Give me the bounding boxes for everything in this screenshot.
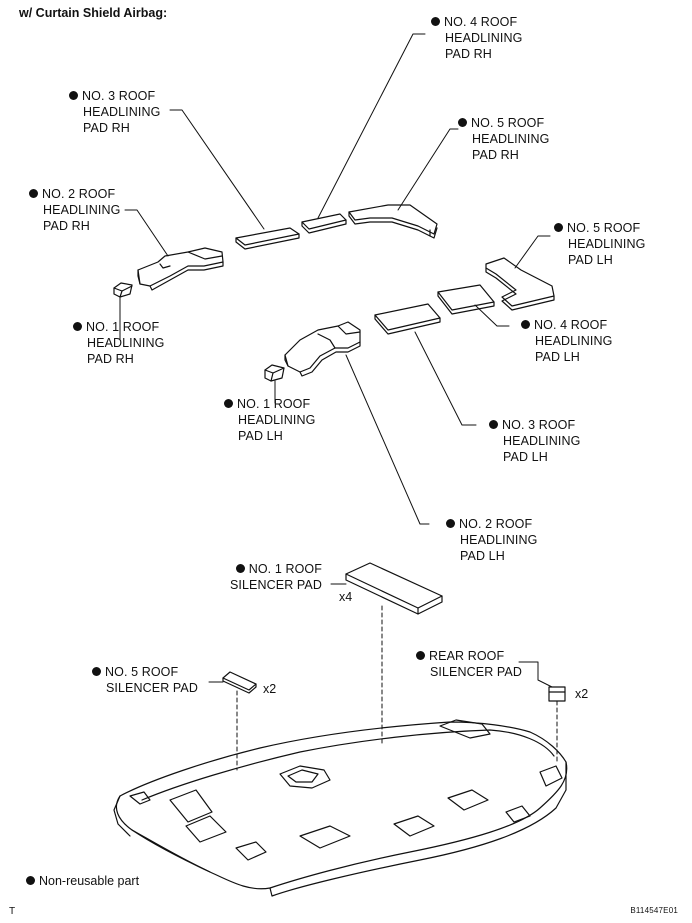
- no1-rh-pad-shape: [113, 282, 133, 298]
- no4-lh-pad-shape: [437, 284, 495, 315]
- non-reusable-icon: [29, 189, 38, 198]
- no3-rh-pad-shape: [235, 227, 300, 250]
- label-no1-lh: NO. 1 ROOF HEADLINING PAD LH: [224, 396, 315, 444]
- headliner-assembly: [113, 719, 568, 897]
- label-no1-silencer: NO. 1 ROOF SILENCER PAD: [230, 562, 322, 592]
- non-reusable-icon: [489, 420, 498, 429]
- no5-silencer-pad-shape: [222, 671, 257, 694]
- non-reusable-icon: [446, 519, 455, 528]
- label-no2-lh: NO. 2 ROOF HEADLINING PAD LH: [446, 516, 537, 564]
- non-reusable-icon: [521, 320, 530, 329]
- qty-no5-silencer: x2: [263, 682, 277, 696]
- non-reusable-icon: [224, 399, 233, 408]
- non-reusable-icon: [431, 17, 440, 26]
- corner-mark: T: [9, 906, 16, 917]
- label-no4-lh: NO. 4 ROOF HEADLINING PAD LH: [521, 317, 612, 365]
- no5-rh-pad-shape: [348, 204, 438, 239]
- non-reusable-icon: [26, 876, 35, 885]
- label-no2-rh: NO. 2 ROOF HEADLINING PAD RH: [29, 186, 120, 234]
- rear-silencer-pad-shape: [548, 686, 566, 702]
- no1-lh-pad-shape: [264, 364, 285, 382]
- label-rear-silencer: REAR ROOF SILENCER PAD: [416, 648, 522, 680]
- no4-rh-pad-shape: [301, 213, 347, 234]
- leader-rear-silencer: [518, 661, 553, 688]
- non-reusable-icon: [92, 667, 101, 676]
- leader-no3-rh: [169, 109, 265, 230]
- legend-text: Non-reusable part: [39, 874, 140, 888]
- non-reusable-icon: [73, 322, 82, 331]
- leader-no5-lh: [514, 235, 551, 269]
- no3-lh-pad-shape: [374, 303, 441, 335]
- label-no5-lh: NO. 5 ROOF HEADLINING PAD LH: [554, 220, 645, 268]
- figure-code: B114547E01: [630, 906, 678, 915]
- label-no5-rh: NO. 5 ROOF HEADLINING PAD RH: [458, 115, 549, 163]
- label-no3-lh: NO. 3 ROOF HEADLINING PAD LH: [489, 417, 580, 465]
- label-no1-rh: NO. 1 ROOF HEADLINING PAD RH: [73, 319, 164, 367]
- non-reusable-icon: [235, 564, 245, 573]
- label-no5-silencer: NO. 5 ROOF SILENCER PAD: [92, 664, 198, 696]
- no5-lh-pad-shape: [485, 257, 555, 311]
- no2-lh-pad-shape: [284, 321, 361, 377]
- no1-silencer-pad-shape: [345, 562, 443, 615]
- figure-title: w/ Curtain Shield Airbag:: [19, 6, 168, 20]
- label-no4-rh: NO. 4 ROOF HEADLINING PAD RH: [431, 14, 522, 62]
- non-reusable-icon: [69, 91, 78, 100]
- label-no3-rh: NO. 3 ROOF HEADLINING PAD RH: [69, 88, 160, 136]
- legend: Non-reusable part: [26, 874, 139, 888]
- non-reusable-icon: [554, 223, 563, 232]
- leader-no3-lh: [414, 331, 477, 426]
- qty-no1-silencer: x4: [339, 590, 353, 604]
- install-lines: [236, 605, 558, 771]
- leader-no4-rh: [317, 33, 426, 219]
- non-reusable-icon: [416, 651, 425, 660]
- leader-lines: [119, 33, 553, 688]
- leader-no2-rh: [124, 209, 169, 257]
- non-reusable-icon: [458, 118, 467, 127]
- leader-no2-lh: [345, 354, 430, 525]
- qty-rear-silencer: x2: [575, 687, 589, 701]
- leader-no4-lh: [474, 304, 510, 327]
- leader-no5-rh: [397, 128, 459, 211]
- no2-rh-pad-shape: [137, 247, 224, 291]
